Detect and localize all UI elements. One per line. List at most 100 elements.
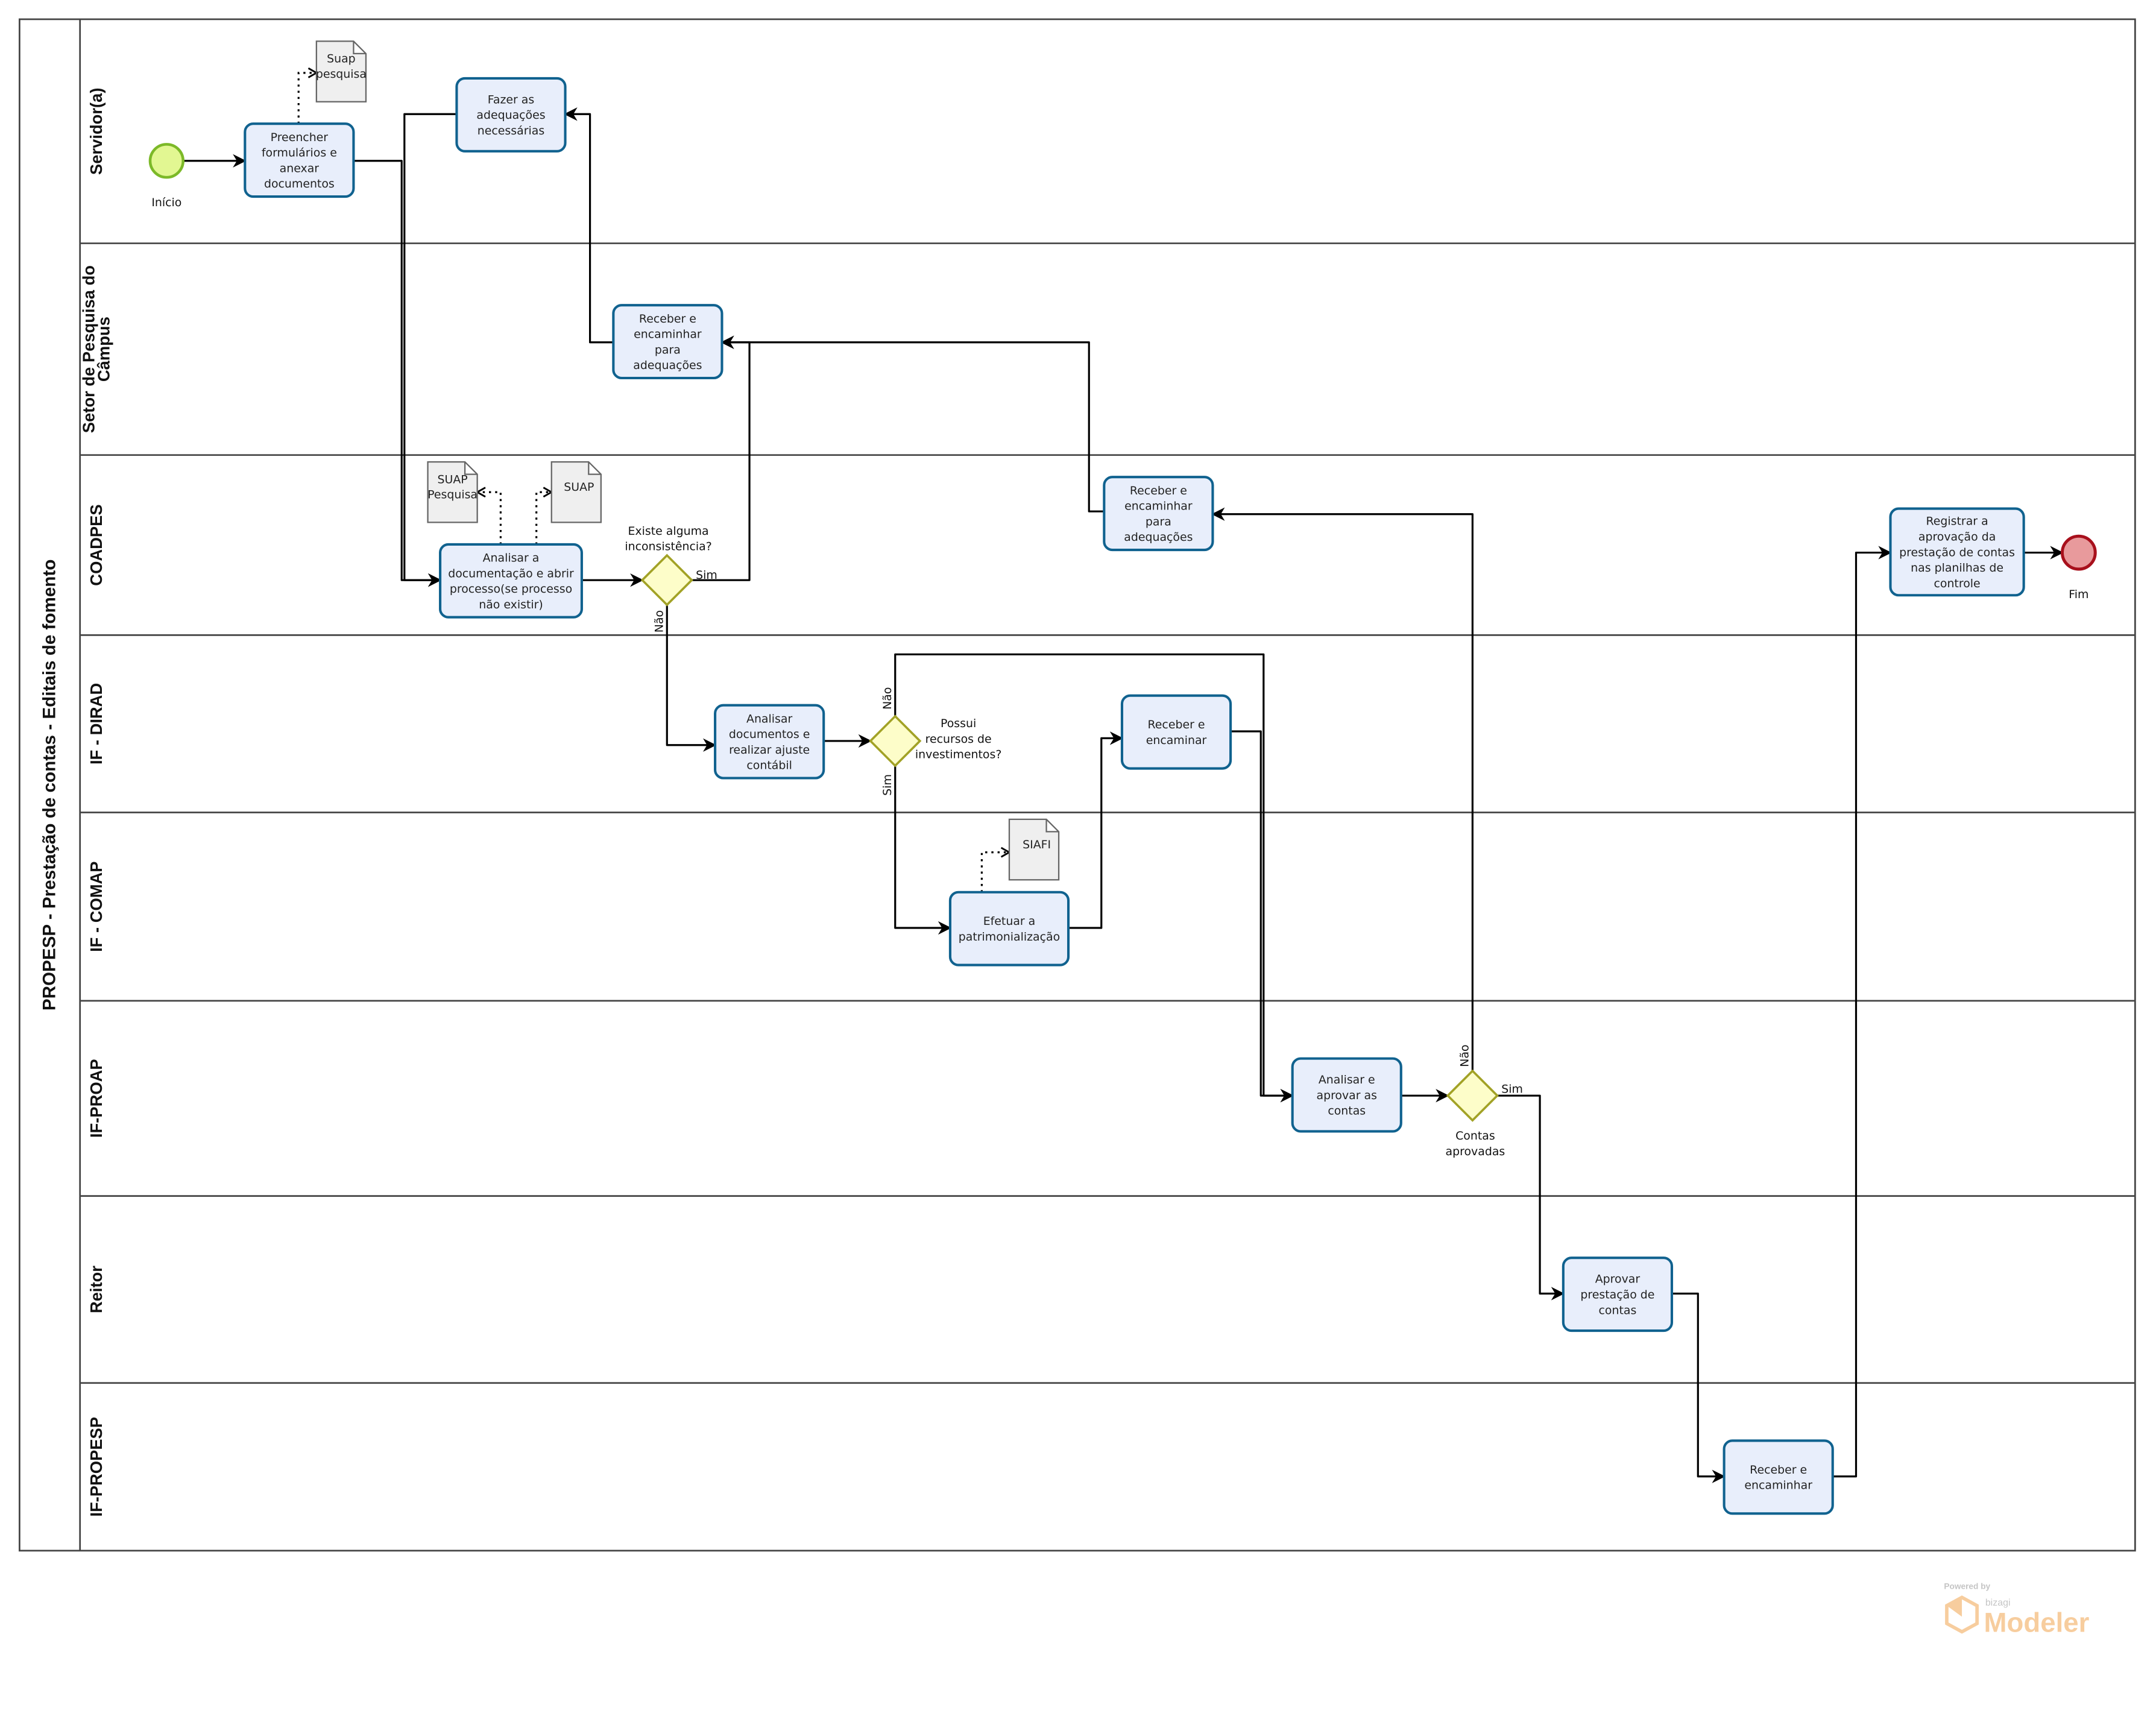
- sequence-flow[interactable]: [894, 765, 952, 935]
- gateway-no-label: Não: [652, 610, 666, 632]
- document-icon[interactable]: [315, 40, 367, 102]
- bizagi-modeler-logo: Powered by bizagi Modeler: [1944, 1582, 2089, 1638]
- powered-by-text: Powered by: [1944, 1582, 1990, 1591]
- task-label: aprovar as: [1316, 1089, 1377, 1102]
- task-t2[interactable]: Fazer as adequações necessárias: [455, 77, 567, 153]
- gateway-question: Contas: [1455, 1129, 1495, 1143]
- task-label: contas: [1599, 1304, 1637, 1317]
- document-label: SUAP: [437, 473, 467, 486]
- task-label: contábil: [746, 759, 792, 772]
- task-t7[interactable]: Analisar documentos e realizar ajuste contá…: [714, 704, 825, 780]
- task-label: Receber e: [1148, 718, 1205, 731]
- task-box[interactable]: [612, 304, 723, 380]
- sequence-flow[interactable]: [1068, 731, 1124, 929]
- gateway-yes-label: Sim: [1501, 1083, 1523, 1096]
- exclusive-gateway-diamond[interactable]: [1446, 1069, 1499, 1122]
- sequence-flow[interactable]: [1497, 1094, 1565, 1301]
- task-label: documentos e: [729, 728, 810, 741]
- exclusive-gateway-diamond[interactable]: [640, 553, 693, 607]
- sequence-flow[interactable]: [720, 335, 1105, 512]
- modeler-product-text: Modeler: [1984, 1607, 2090, 1638]
- task-label: nas planilhas de: [1911, 561, 2003, 575]
- task-box[interactable]: [714, 704, 825, 780]
- task-label: para: [655, 343, 681, 356]
- task-box[interactable]: [1723, 1439, 1834, 1515]
- task-box[interactable]: [439, 543, 583, 619]
- task-label: contas: [1328, 1105, 1366, 1118]
- task-box[interactable]: [1562, 1257, 1674, 1332]
- sequence-flow[interactable]: [1832, 546, 1892, 1478]
- sequence-flow[interactable]: [403, 113, 457, 587]
- end-event-circle[interactable]: [2060, 534, 2097, 571]
- task-label: Analisar: [746, 712, 792, 725]
- gateway-question: Possui: [941, 717, 976, 730]
- document-icon[interactable]: [550, 461, 602, 523]
- task-box[interactable]: [244, 122, 355, 198]
- document-icon[interactable]: [427, 461, 478, 523]
- sequence-flow[interactable]: [564, 107, 614, 344]
- lane-label-comap: IF - COMAP: [87, 861, 106, 951]
- gateway-question: recursos de: [925, 733, 992, 746]
- sequence-flow[interactable]: [666, 605, 717, 752]
- task-label: encaminhar: [1124, 500, 1193, 513]
- data-object-d3[interactable]: SUAP: [550, 461, 602, 523]
- sequence-flow[interactable]: [1231, 730, 1294, 1103]
- data-association[interactable]: [297, 73, 317, 124]
- lane-label-reitor: Reitor: [87, 1266, 106, 1313]
- document-label: SUAP: [564, 481, 594, 494]
- sequence-flow[interactable]: [1211, 507, 1474, 1071]
- task-box[interactable]: [1103, 476, 1214, 552]
- task-label: Preencher: [271, 131, 329, 144]
- task-box[interactable]: [1120, 694, 1232, 770]
- task-label: necessárias: [478, 124, 544, 137]
- task-label: realizar ajuste: [729, 743, 810, 757]
- lane-label-line: Setor de Pesquisa do: [80, 265, 98, 433]
- exclusive-gateway-diamond[interactable]: [869, 714, 922, 768]
- document-label: Suap: [327, 52, 356, 66]
- pool-title: PROPESP - Prestação de contas - Editais …: [40, 560, 60, 1011]
- task-label: Receber e: [1130, 484, 1187, 497]
- task-label: formulários e: [262, 147, 337, 160]
- task-box[interactable]: [948, 891, 1070, 966]
- gateway-question: investimentos?: [915, 748, 1001, 762]
- task-label: patrimonialização: [959, 930, 1060, 944]
- data-object-d4[interactable]: SIAFI: [1008, 818, 1060, 881]
- lane-label-dirad: IF - DIRAD: [87, 683, 106, 765]
- start-event-circle[interactable]: [148, 143, 184, 179]
- data-association[interactable]: [535, 492, 552, 544]
- lane-label-line: Servidor(a): [87, 88, 106, 175]
- lane-label-line: IF-PROAP: [87, 1059, 106, 1138]
- sequence-flow[interactable]: [1671, 1292, 1726, 1483]
- document-label: SIAFI: [1023, 838, 1051, 851]
- task-label: documentação e abrir: [448, 567, 574, 580]
- gateway-question: Existe alguma: [628, 525, 708, 538]
- start-event[interactable]: Início: [148, 143, 184, 209]
- task-box[interactable]: [1291, 1057, 1402, 1133]
- task-label: Registrar a: [1926, 515, 1988, 528]
- task-label: adequações: [476, 109, 545, 122]
- task-label: anexar: [280, 162, 320, 175]
- document-icon[interactable]: [1008, 818, 1060, 881]
- task-box[interactable]: [455, 77, 567, 153]
- task-label: Receber e: [1750, 1463, 1807, 1477]
- lane-label-line: IF - DIRAD: [87, 683, 106, 765]
- task-label: Fazer as: [488, 93, 535, 106]
- data-association[interactable]: [980, 853, 1009, 892]
- end-event[interactable]: Fim: [2060, 534, 2097, 601]
- task-box[interactable]: [1889, 507, 2025, 597]
